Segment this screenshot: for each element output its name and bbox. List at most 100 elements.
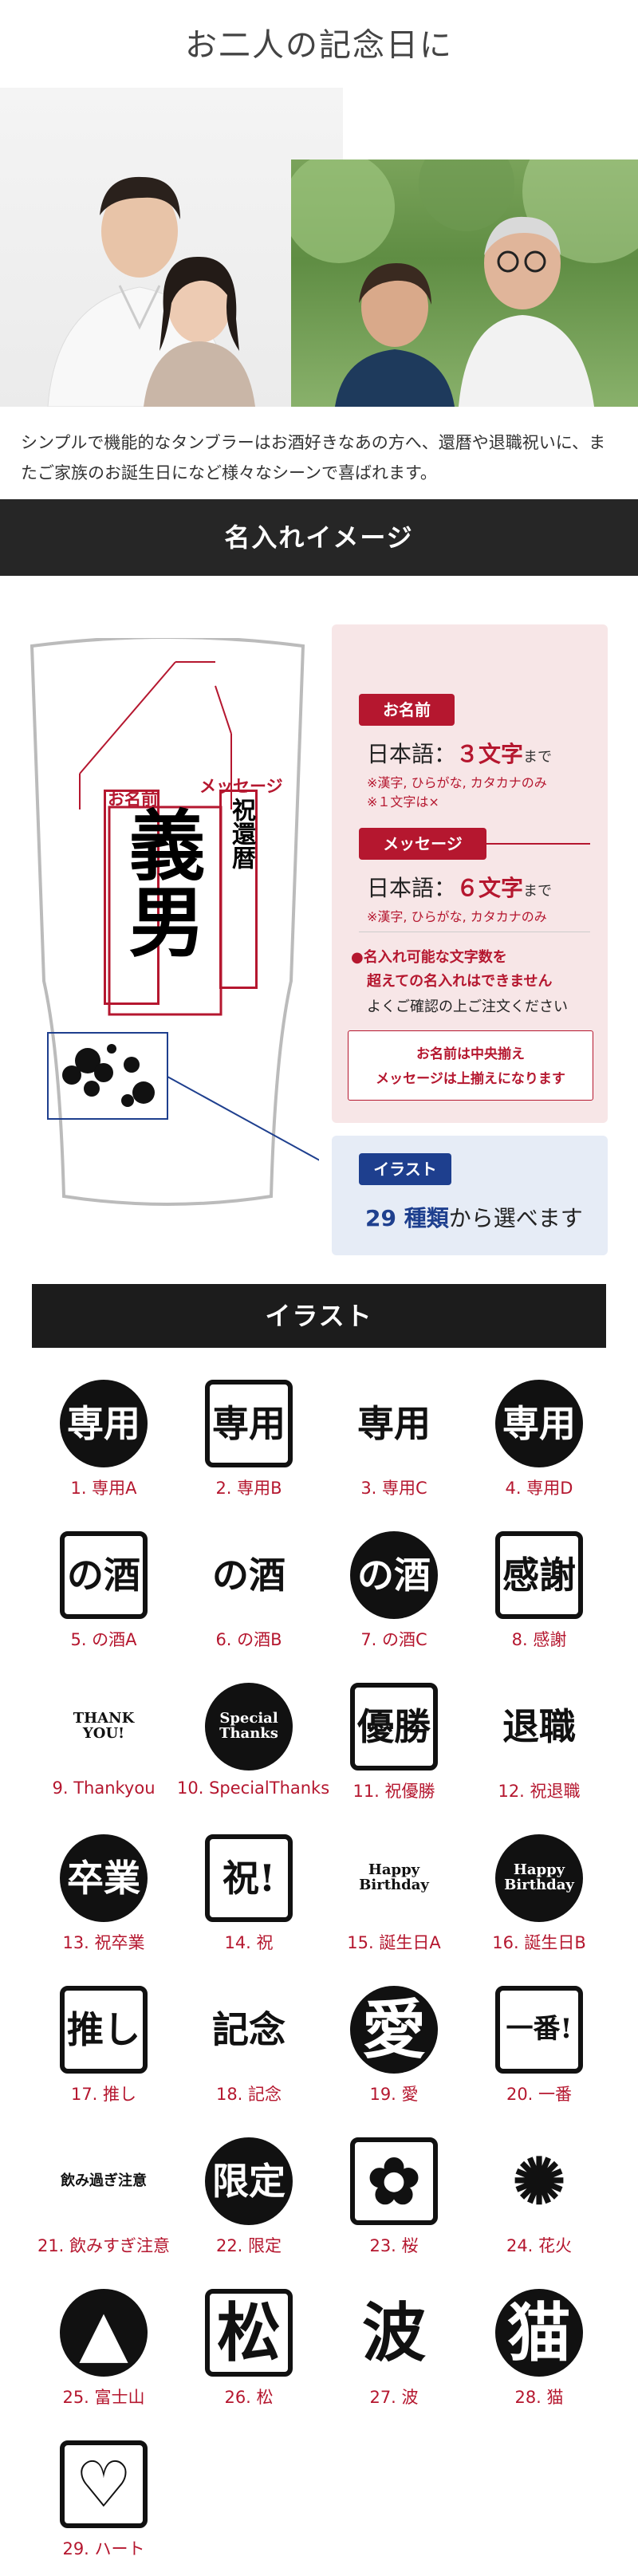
- message-note1: ※漢字, ひらがな, カタカナのみ: [367, 909, 547, 924]
- illust-image: Special Thanks: [197, 1675, 301, 1778]
- illust-image: の酒: [52, 1523, 156, 1627]
- illust-image: ♡: [52, 2432, 156, 2536]
- illust-glyph: ✿: [350, 2137, 438, 2225]
- illust-suffix: から選べます: [448, 1205, 583, 1231]
- illust-caption: 22. 限定: [215, 2236, 282, 2255]
- illust-image: THANK YOU!: [52, 1675, 156, 1778]
- illust-caption: 28. 猫: [514, 2388, 564, 2407]
- illust-caption: 21. 飲みすぎ注意: [37, 2236, 171, 2255]
- illust-image: ▲: [52, 2281, 156, 2385]
- illust-item: Happy Birthday 15. 誕生日A: [322, 1826, 466, 1970]
- illust-glyph: 祝!: [205, 1834, 293, 1922]
- illust-image: 限定: [197, 2129, 301, 2233]
- illust-glyph: 優勝: [350, 1683, 438, 1771]
- illust-item: 一番! 20. 一番: [467, 1978, 611, 2121]
- illust-item: の酒 5. の酒A: [32, 1523, 175, 1667]
- illust-glyph: 一番!: [495, 1986, 583, 2074]
- illust-glyph: 専用: [60, 1380, 148, 1467]
- illust-count: 29 種類: [365, 1205, 449, 1231]
- illust-item: 波 27. 波: [322, 2281, 466, 2424]
- illust-tag: イラスト: [359, 1153, 451, 1185]
- name-limit-suffix: まで: [523, 749, 553, 766]
- illust-glyph: 感謝: [495, 1531, 583, 1619]
- illust-glyph: 専用: [205, 1380, 293, 1467]
- message-limit-count: ６文字: [456, 875, 524, 901]
- illust-caption: 4. 専用D: [505, 1479, 573, 1498]
- illust-image: 専用: [52, 1372, 156, 1475]
- illust-item: Special Thanks 10. SpecialThanks: [177, 1675, 330, 1818]
- illust-caption: 6. の酒B: [215, 1630, 282, 1649]
- illust-item: 感謝 8. 感謝: [467, 1523, 611, 1667]
- message-limit-suffix: まで: [523, 883, 553, 900]
- illust-image: 推し: [52, 1978, 156, 2082]
- illust-glyph: 飲み過ぎ注意: [61, 2172, 147, 2189]
- illust-glyph: Happy Birthday: [359, 1861, 429, 1893]
- illust-glyph: Special Thanks: [205, 1683, 293, 1771]
- glass-message-text: 祝還暦: [227, 798, 255, 869]
- align-note-box: お名前は中央揃え メッセージは上揃えになります: [348, 1030, 593, 1101]
- illust-item: 祝!14. 祝: [177, 1826, 321, 1970]
- illust-image: 卒業: [52, 1826, 156, 1930]
- illust-caption: 16. 誕生日B: [492, 1933, 586, 1952]
- illust-caption: 5. の酒A: [70, 1630, 137, 1649]
- warning-line2: 超えての名入れはできません: [367, 973, 553, 990]
- illust-caption: 24. 花火: [506, 2236, 573, 2255]
- message-limit: 日本語：６文字まで: [367, 871, 552, 903]
- name-limit-count: ３文字: [456, 741, 524, 767]
- illust-image: 猫: [487, 2281, 591, 2385]
- illust-image: の酒: [197, 1523, 301, 1627]
- illust-item: 愛 19. 愛: [322, 1978, 466, 2121]
- illust-glyph: Happy Birthday: [495, 1834, 583, 1922]
- elderly-couple-photo: [291, 160, 638, 407]
- illust-glyph: 退職: [502, 1704, 576, 1748]
- illust-caption: 20. 一番: [506, 2085, 573, 2104]
- illust-caption: 18. 記念: [215, 2085, 282, 2104]
- illust-item: 飲み過ぎ注意 21. 飲みすぎ注意: [32, 2129, 175, 2273]
- illust-caption: 11. 祝優勝: [352, 1782, 435, 1801]
- illust-section-title: イラスト: [32, 1284, 606, 1348]
- illust-item: ✿ 23. 桜: [322, 2129, 466, 2273]
- illust-caption: 15. 誕生日A: [347, 1933, 441, 1952]
- name-tag: お名前: [359, 694, 455, 726]
- illust-item: 記念 18. 記念: [177, 1978, 321, 2121]
- illust-item: ♡ 29. ハート: [32, 2432, 175, 2576]
- warning-line3: よくご確認の上ご注文ください: [367, 998, 568, 1015]
- illust-caption: 19. 愛: [369, 2085, 419, 2104]
- illust-caption: 27. 波: [369, 2388, 419, 2407]
- illust-item: ▲25. 富士山: [32, 2281, 175, 2424]
- illust-glyph: 波: [362, 2295, 426, 2370]
- illust-item: ✺ 24. 花火: [467, 2129, 611, 2273]
- illust-caption: 1. 専用A: [70, 1479, 137, 1498]
- name-note1: ※漢字, ひらがな, カタカナのみ: [367, 775, 547, 790]
- illust-item: 専用 1. 専用A: [32, 1372, 175, 1515]
- illust-image: 愛: [342, 1978, 446, 2082]
- warning-line1: ●名入れ可能な文字数を: [351, 949, 507, 966]
- illust-image: 記念: [197, 1978, 301, 2082]
- illust-caption: 23. 桜: [369, 2236, 419, 2255]
- illust-glyph: の酒: [350, 1531, 438, 1619]
- illust-caption: 12. 祝退職: [498, 1782, 581, 1801]
- illust-glyph: ✺: [512, 2144, 566, 2219]
- message-limit-prefix: 日本語：: [367, 875, 457, 901]
- illust-caption: 8. 感謝: [511, 1630, 567, 1649]
- illust-image: 松: [197, 2281, 301, 2385]
- illust-image: ✿: [342, 2129, 446, 2233]
- illust-image: Happy Birthday: [487, 1826, 591, 1930]
- illust-count-line: 29 種類から選べます: [365, 1201, 583, 1233]
- illust-image: 専用: [342, 1372, 446, 1475]
- illust-image: 飲み過ぎ注意: [52, 2129, 156, 2233]
- illust-glyph: 記念: [212, 2007, 286, 2051]
- illust-glyph: 専用: [357, 1401, 431, 1445]
- illust-caption: 10. SpecialThanks: [177, 1778, 330, 1798]
- name-note2: ※１文字は×: [367, 794, 439, 809]
- illust-caption: 29. ハート: [62, 2539, 145, 2558]
- illust-item: Happy Birthday 16. 誕生日B: [467, 1826, 611, 1970]
- section-bar-name-image: 名入れイメージ: [0, 499, 638, 576]
- message-frame: [219, 790, 258, 989]
- name-frame: [104, 790, 160, 1005]
